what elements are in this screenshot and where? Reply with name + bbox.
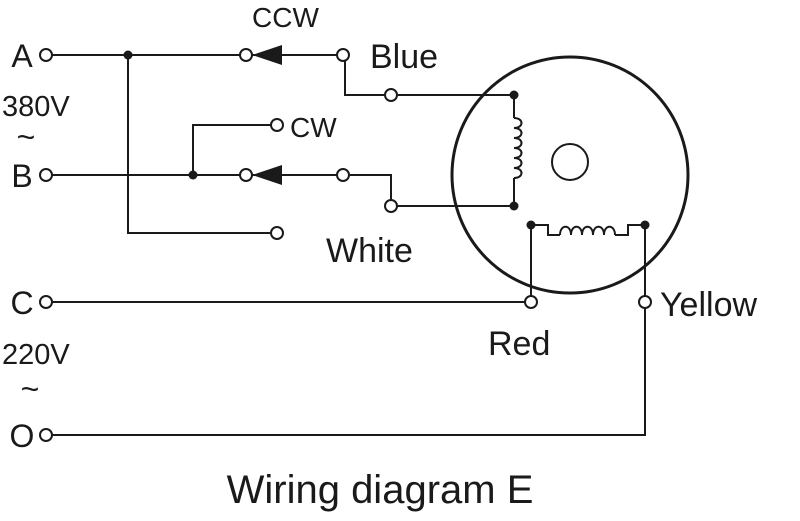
blue-terminal: [384, 88, 398, 102]
label-cw: CW: [290, 112, 337, 143]
ccw-contact-terminal: [336, 48, 350, 62]
terminal-b: [39, 168, 53, 182]
label-terminal-o: O: [10, 418, 35, 454]
terminal-c: [39, 295, 53, 309]
label-ac-symbol-1: ~: [17, 119, 36, 155]
switch-ccw: [252, 45, 514, 96]
ccw-pivot-terminal: [239, 48, 253, 62]
label-blue: Blue: [370, 38, 438, 76]
white-terminal: [384, 199, 398, 213]
winding-vertical: [509, 90, 523, 211]
line-b: [52, 124, 271, 180]
label-terminal-b: B: [11, 158, 32, 194]
motor-housing: [450, 55, 690, 295]
label-yellow: Yellow: [660, 286, 757, 324]
label-voltage-380: 380V: [2, 91, 70, 123]
spare-terminal: [270, 226, 284, 240]
motor-shaft: [551, 143, 589, 181]
line-c: [52, 225, 532, 303]
cw-contact-terminal: [270, 118, 284, 132]
terminals: [39, 48, 652, 442]
red-terminal: [524, 295, 538, 309]
label-terminal-a: A: [11, 38, 33, 74]
terminal-o: [39, 428, 53, 442]
label-terminal-c: C: [10, 285, 33, 321]
label-ac-symbol-2: ~: [21, 371, 40, 407]
diagram-caption: Wiring diagram E: [227, 468, 534, 512]
switch-cw: [252, 165, 514, 207]
label-ccw: CCW: [252, 2, 319, 33]
winding-horizontal: [526, 220, 650, 236]
yellow-terminal: [638, 295, 652, 309]
line-a: [52, 50, 270, 234]
cw-pivot-terminal: [239, 168, 253, 182]
label-white: White: [326, 232, 413, 270]
label-red: Red: [488, 325, 550, 363]
terminal-a: [39, 48, 53, 62]
cw-output-terminal: [336, 168, 350, 182]
label-voltage-220: 220V: [2, 339, 70, 371]
line-o: [52, 225, 646, 436]
